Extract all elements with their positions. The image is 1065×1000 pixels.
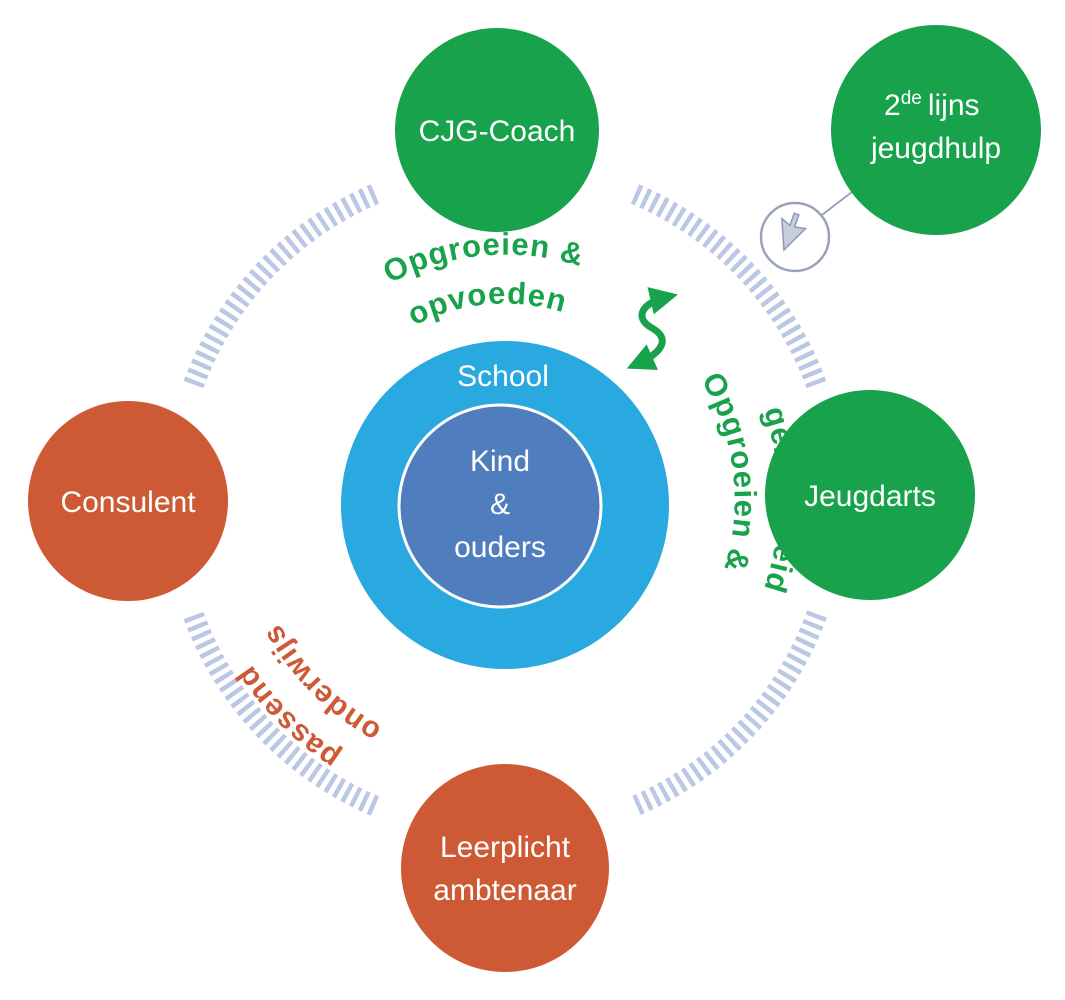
kind-ouders-label-line3: ouders: [454, 531, 546, 564]
tweede-lijns-superscript: de: [901, 88, 922, 109]
node-leerplicht-ambtenaar: [401, 764, 609, 972]
school-label: School: [457, 360, 549, 393]
ring-arc-bottom-left: [183, 610, 380, 816]
node-tweede-lijns-jeugdhulp: [831, 25, 1041, 235]
inner-circle-kind-ouders: [397, 403, 603, 609]
tweede-lijns-number: 2: [884, 89, 901, 122]
kind-ouders-label-line2: &: [490, 488, 510, 521]
node-consulent: [28, 401, 228, 601]
node-leerplicht-label-line2: ambtenaar: [433, 874, 576, 907]
node-jeugdarts-label: Jeugdarts: [804, 480, 936, 513]
cursor-arrow-icon: [780, 212, 808, 252]
node-tweede-lijns-label-line2: jeugdhulp: [870, 132, 1001, 165]
tweede-lijns-rest: lijns: [928, 89, 980, 122]
node-cjg-coach: [395, 28, 599, 232]
curved-label-opgroeien-opvoeden-line2: opvoeden: [402, 275, 571, 332]
dotted-ring: [183, 184, 827, 816]
node-cjg-coach-label: CJG-Coach: [419, 115, 576, 148]
node-consulent-label: Consulent: [60, 486, 196, 519]
node-leerplicht-label-line1: Leerplicht: [440, 831, 571, 864]
node-jeugdarts: [765, 390, 975, 600]
ring-arc-top-right: [630, 184, 827, 390]
curved-label-opgroeien-gezondheid-line1: Opgroeien &: [695, 366, 763, 577]
swap-arrow-icon: [626, 287, 678, 370]
ring-arc-bottom-right: [630, 610, 827, 816]
kind-ouders-label-line1: Kind: [470, 445, 530, 478]
ring-arc-top-left: [183, 184, 380, 390]
